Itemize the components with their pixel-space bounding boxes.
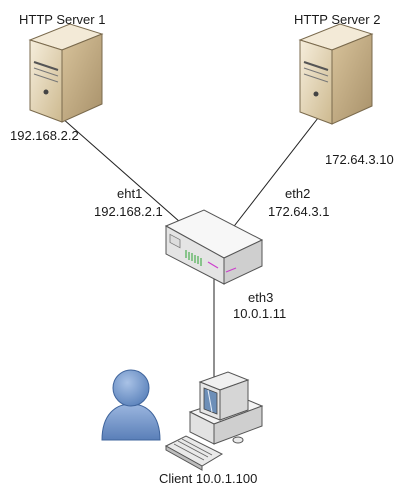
server-1-icon <box>28 23 104 123</box>
server-2-icon <box>298 23 374 125</box>
server-1-ip: 192.168.2.2 <box>10 128 79 143</box>
router-eth2-name: eth2 <box>285 186 311 201</box>
router-icon <box>164 209 264 285</box>
router-eth3-name: eth3 <box>248 290 274 305</box>
server-2-ip: 172.64.3.10 <box>325 152 394 167</box>
router-eth3-ip: 10.0.1.11 <box>233 306 287 321</box>
client-workstation-icon <box>164 371 264 471</box>
server-1-name: HTTP Server 1 <box>19 12 106 27</box>
user-icon <box>101 369 161 441</box>
router-eth1-name: eht1 <box>117 186 143 201</box>
server-2-name: HTTP Server 2 <box>294 12 381 27</box>
client-label: Client 10.0.1.100 <box>159 471 258 486</box>
router-eth1-ip: 192.168.2.1 <box>94 204 163 219</box>
router-eth2-ip: 172.64.3.1 <box>268 204 330 219</box>
